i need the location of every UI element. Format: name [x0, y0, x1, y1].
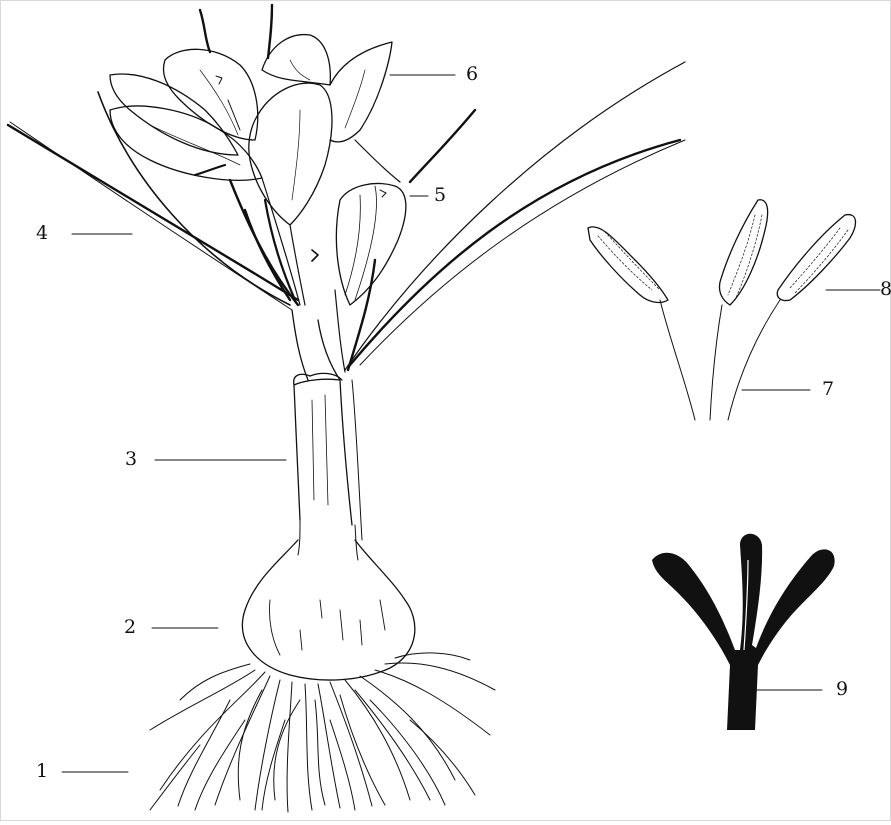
- label-6: 6: [466, 65, 478, 84]
- label-3: 3: [125, 450, 137, 469]
- label-7: 7: [822, 380, 834, 399]
- label-5: 5: [434, 186, 446, 205]
- label-1: 1: [36, 762, 48, 781]
- label-4: 4: [36, 224, 48, 243]
- label-2: 2: [124, 618, 136, 637]
- label-9: 9: [836, 680, 848, 699]
- label-8: 8: [880, 280, 891, 299]
